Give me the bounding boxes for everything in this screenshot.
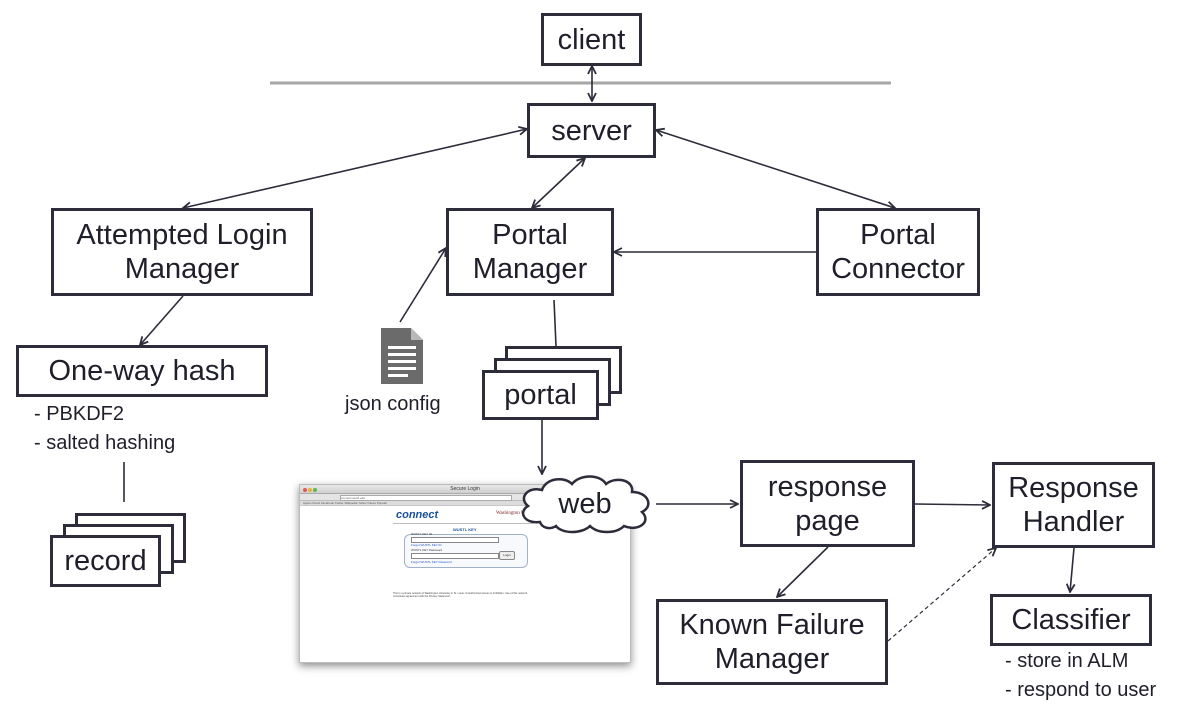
classifier-notes: - store in ALM - respond to user xyxy=(1005,647,1156,705)
connect-logo: connect xyxy=(396,509,439,521)
classifier-note-2: - respond to user xyxy=(1005,679,1157,701)
node-one-way-hash: One-way hash xyxy=(16,345,268,397)
window-controls xyxy=(303,487,318,495)
password-input xyxy=(411,553,499,559)
edge-handler-classifier xyxy=(1070,547,1074,592)
node-one-way-hash-label: One-way hash xyxy=(48,355,236,387)
node-portal-manager-line1: Portal xyxy=(492,219,568,251)
login-button: Login xyxy=(499,551,515,560)
forgot-id-link: Forgot WUSTL KEY ID xyxy=(411,543,442,547)
node-response-handler-line1: Response xyxy=(1008,472,1139,504)
cloud-icon xyxy=(521,475,650,534)
node-portal-manager-line2: Manager xyxy=(472,253,588,285)
login-box: WUSTL KEY WUSTL KEY ID Forgot WUSTL KEY … xyxy=(404,527,528,568)
browser-window-title: Secure Login xyxy=(450,486,480,492)
edge-server-attempted-login xyxy=(183,129,527,208)
node-record-label: record xyxy=(64,545,147,577)
edge-server-portal-connector xyxy=(656,130,895,208)
node-portal-label: portal xyxy=(504,379,577,411)
edge-json-portal-manager xyxy=(399,248,446,323)
edge-attempted-login-hash xyxy=(140,295,184,345)
node-classifier-label: Classifier xyxy=(1011,604,1131,636)
node-client-label: client xyxy=(557,23,626,56)
node-portal: portal xyxy=(482,370,599,420)
login-box-title: WUSTL KEY xyxy=(453,527,477,532)
node-known-failure-line1: Known Failure xyxy=(679,609,865,641)
node-attempted-login-line2: Manager xyxy=(124,253,240,285)
wustl-key-input xyxy=(411,537,499,543)
browser-url-field: connect.wustl.edu xyxy=(340,495,512,501)
node-response-page-line2: page xyxy=(795,504,860,537)
document-icon xyxy=(381,328,423,384)
edge-known-failure-handler xyxy=(887,548,996,642)
node-known-failure-line2: Manager xyxy=(714,643,830,675)
node-attempted-login-line1: Attempted Login xyxy=(76,219,288,251)
browser-toolbar: connect.wustl.edu xyxy=(300,494,630,501)
node-server: server xyxy=(527,103,656,158)
edge-response-page-handler xyxy=(914,504,990,505)
node-response-handler: Response Handler xyxy=(992,462,1155,548)
page-divider xyxy=(393,523,533,524)
university-logo: Washington University xyxy=(496,511,543,516)
node-response-handler-line2: Handler xyxy=(1022,506,1125,538)
node-server-label: server xyxy=(551,114,632,147)
node-client: client xyxy=(541,13,642,66)
node-response-page: response page xyxy=(740,460,915,547)
node-portal-connector-line2: Connector xyxy=(831,253,965,285)
node-attempted-login-manager: Attempted Login Manager xyxy=(51,208,313,296)
forgot-password-link: Forgot WUSTL KEY Password xyxy=(411,560,452,564)
edge-response-page-known-failure xyxy=(777,546,829,597)
hash-notes: - PBKDF2 - salted hashing xyxy=(34,400,175,458)
node-portal-connector-line1: Portal xyxy=(860,219,936,251)
password-label: WUSTL KEY Password xyxy=(411,548,443,552)
hash-note-2: - salted hashing xyxy=(34,432,176,454)
browser-titlebar: Secure Login xyxy=(300,485,630,494)
json-config-label: json config xyxy=(345,393,441,415)
node-portal-manager: Portal Manager xyxy=(446,208,614,296)
node-web-label: web xyxy=(558,487,612,520)
node-web: web xyxy=(512,472,658,536)
node-response-page-line1: response xyxy=(767,470,888,503)
login-page-screenshot: Secure Login connect.wustl.edu Apple iCl… xyxy=(299,484,631,663)
node-record: record xyxy=(50,535,161,587)
node-known-failure-manager: Known Failure Manager xyxy=(656,599,888,685)
hash-note-1: - PBKDF2 xyxy=(34,403,125,425)
node-classifier: Classifier xyxy=(990,594,1152,646)
classifier-note-1: - store in ALM xyxy=(1005,650,1129,672)
browser-bookmarks-bar: Apple iCloud Facebook Twitter Wikipedia … xyxy=(300,501,630,506)
login-footer-text: This is a private network of Washington … xyxy=(393,592,528,598)
edge-server-portal-manager xyxy=(532,158,585,208)
wustl-key-label: WUSTL KEY ID xyxy=(411,532,433,536)
node-portal-connector: Portal Connector xyxy=(816,208,980,296)
edge-portal-manager-portal xyxy=(553,299,557,347)
